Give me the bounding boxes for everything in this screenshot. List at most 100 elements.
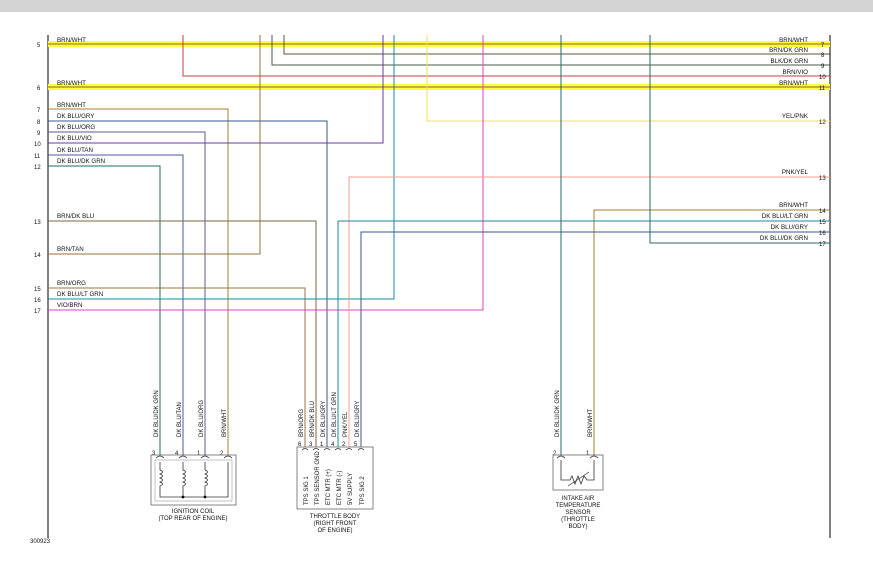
- coil-socket-2: [223, 455, 233, 459]
- tb-signal-5: 5V SUPPLY: [348, 473, 354, 505]
- right-wire-label-9: BLK/DK GRN: [771, 58, 808, 65]
- wire-dk-blu-lt-grn-16: [48, 35, 395, 300]
- tb-socket-1: [323, 448, 331, 451]
- coil-socket-4: [178, 455, 188, 459]
- wire-dk-blu-lt-grn-15: [337, 220, 830, 455]
- left-wire-label-9: DK BLU/ORG: [57, 124, 95, 131]
- left-pin-15: 15: [34, 287, 41, 293]
- wire-brn-org-15: [48, 287, 306, 455]
- iat-title-3: SENSOR: [565, 510, 591, 516]
- right-wire-label-11: BRN/WHT: [779, 80, 808, 87]
- coil-pin-4: 4: [175, 451, 179, 457]
- iat-title-4: (THROTTLE: [561, 517, 595, 523]
- right-pin-8: 8: [821, 53, 825, 59]
- right-wire-label-15: DK BLU/LT GRN: [762, 213, 808, 220]
- coil-title-2: (TOP REAR OF ENGINE): [158, 516, 227, 522]
- left-wire-label-11: DK BLU/TAN: [57, 147, 93, 154]
- right-wire-label-12: YEL/PNK: [782, 113, 809, 120]
- right-pin-15: 15: [819, 220, 826, 226]
- right-pin-7: 7: [821, 43, 825, 49]
- wire-dk-blu-gry-16: [360, 231, 830, 455]
- wire-brn-dk-blu-13: [48, 220, 317, 455]
- wire-brn-vio-10: [182, 35, 830, 77]
- tb-pin-1: 1: [320, 442, 324, 448]
- tb-signal-2: TPS SENSOR GND: [315, 451, 321, 505]
- tb-socket-3: [312, 448, 320, 451]
- left-pin-9: 9: [37, 131, 41, 137]
- right-pin-9: 9: [821, 64, 825, 70]
- tb-title-1: THROTTLE BODY: [310, 514, 360, 520]
- wire-dk-blu-tan-11: [48, 154, 184, 455]
- tb-socket-5: [357, 448, 365, 451]
- right-pin-17: 17: [819, 242, 826, 248]
- tb-pin-5: 5: [354, 442, 358, 448]
- wire-dk-blu-dk-grn-12: [48, 165, 161, 455]
- iat-socket-2: [556, 455, 566, 459]
- left-pin-8: 8: [37, 120, 41, 126]
- coil-inner: [154, 459, 233, 502]
- right-wire-label-14: BRN/WHT: [779, 202, 808, 209]
- tb-pin-3: 3: [309, 442, 313, 448]
- iat-title-2: TEMPERATURE: [556, 503, 601, 509]
- right-wire-label-13: PNK/YEL: [782, 169, 809, 176]
- right-pin-11: 11: [819, 86, 826, 92]
- coil-pin-3: 3: [152, 451, 156, 457]
- coil-wire-label-2: BRN/WHT: [222, 409, 228, 437]
- coil-socket-1: [200, 455, 210, 459]
- right-wire-label-16: DK BLU/GRY: [771, 224, 808, 231]
- tb-body: [296, 446, 374, 510]
- left-pin-7: 7: [37, 108, 41, 114]
- tb-pin-4: 4: [331, 442, 335, 448]
- tb-wire-label-1: DK BLU/GRY: [321, 401, 327, 437]
- tb-wire-label-5: DK BLU/GRY: [355, 401, 361, 437]
- tb-socket-2: [345, 448, 353, 451]
- tb-title-3: OF ENGINE): [317, 528, 352, 534]
- iat-title-5: BODY): [568, 524, 587, 530]
- right-wire-label-7: BRN/WHT: [779, 37, 808, 44]
- coil-pin-1: 1: [197, 451, 201, 457]
- wire-brn-tan-14: [48, 35, 261, 255]
- iat-pin-2: 2: [553, 451, 557, 457]
- left-wire-label-13: BRN/DK BLU: [57, 213, 94, 220]
- iat-sensor-connector: DK BLU/DK GRN BRN/WHT 2 1 INTAKE AIR TEM…: [552, 390, 604, 530]
- wire-brn-dk-grn-8: [283, 35, 830, 55]
- coil-pin-2: 2: [220, 451, 224, 457]
- right-pin-12: 12: [819, 120, 826, 126]
- right-pin-14: 14: [819, 209, 826, 215]
- left-wire-label-10: DK BLU/VIO: [57, 135, 92, 142]
- tb-socket-6: [301, 448, 309, 451]
- wire-pnk-yel-13: [348, 176, 830, 455]
- right-wire-label-8: BRN/DK GRN: [769, 47, 808, 54]
- tb-pin-2: 2: [342, 442, 346, 448]
- left-pin-16: 16: [34, 298, 41, 304]
- coil-socket-3: [155, 455, 165, 459]
- coil-winding-icon-3: [203, 462, 208, 497]
- wire-yel-pnk-12: [426, 35, 830, 122]
- right-pin-16: 16: [819, 231, 826, 237]
- thermistor-icon: [560, 460, 595, 486]
- coil-title-1: IGNITION COIL: [172, 509, 215, 515]
- wire-vio-brn-17: [48, 35, 484, 311]
- wire-dk-blu-org-9: [48, 131, 206, 455]
- left-pin-5: 5: [37, 43, 41, 49]
- wire-brn-wht-7: [48, 108, 229, 455]
- left-wire-label-12: DK BLU/DK GRN: [57, 158, 105, 165]
- left-pin-14: 14: [34, 253, 41, 259]
- tb-socket-4: [334, 448, 342, 451]
- iat-wire-label-2: DK BLU/DK GRN: [555, 390, 561, 437]
- coil-wire-label-1: DK BLU/ORG: [199, 400, 205, 437]
- left-pin-17: 17: [34, 309, 41, 315]
- coil-winding-icon-2: [181, 462, 186, 497]
- tb-signal-4: ETC MTR (-): [337, 471, 343, 505]
- left-pin-11: 11: [34, 154, 41, 160]
- coil-junction-dot: [181, 495, 185, 499]
- coil-wire-label-4: DK BLU/TAN: [177, 402, 183, 437]
- throttle-body-connector: BRN/ORG BRN/DK BLU DK BLU/GRY DK BLU/LT …: [296, 392, 374, 534]
- tb-wire-label-3: BRN/DK BLU: [310, 401, 316, 437]
- left-wire-label-8: DK BLU/GRY: [57, 113, 94, 120]
- left-pin-6: 6: [37, 86, 41, 92]
- right-wire-label-10: BRN/VIO: [783, 69, 809, 76]
- top-gray-bar: [0, 0, 873, 12]
- left-pin-13: 13: [34, 220, 41, 226]
